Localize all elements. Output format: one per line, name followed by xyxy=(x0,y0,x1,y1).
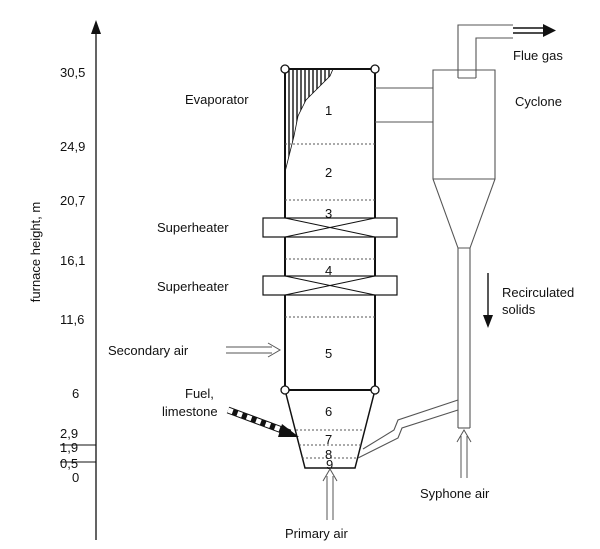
cyclone-assembly xyxy=(357,24,513,459)
corner-node xyxy=(370,385,380,395)
axis-arrow-icon xyxy=(91,20,101,34)
cyclone-label: Cyclone xyxy=(515,94,562,109)
zone-number: 4 xyxy=(325,263,332,278)
tick-label: 2,9 xyxy=(60,426,78,441)
fuel-label-line1: Fuel, xyxy=(185,386,214,401)
tick-label: 1,9 xyxy=(60,440,78,455)
tick-label: 6 xyxy=(72,386,79,401)
zone-number: 1 xyxy=(325,103,332,118)
tick-label: 0 xyxy=(72,470,79,485)
superheater-lower xyxy=(262,275,398,296)
tick-label: 11,6 xyxy=(60,312,84,327)
corner-node xyxy=(280,64,290,74)
height-axis: furnace height, m 30,5 24,9 20,7 16,1 11… xyxy=(28,20,101,540)
superheater-upper xyxy=(262,217,398,238)
tick-label: 24,9 xyxy=(60,139,85,154)
tick-label: 30,5 xyxy=(60,65,85,80)
zone-number: 2 xyxy=(325,165,332,180)
zone-number: 8 xyxy=(325,447,332,462)
secondary-air-arrow-icon xyxy=(226,342,281,358)
superheater-label-upper: Superheater xyxy=(157,220,229,235)
recirculation-arrow-icon xyxy=(483,273,493,328)
zone-dividers xyxy=(285,143,375,459)
syphone-air-arrow-icon xyxy=(456,429,472,478)
bottom-cone xyxy=(284,389,376,469)
flue-gas-label: Flue gas xyxy=(513,48,563,63)
zone-number: 5 xyxy=(325,346,332,361)
corner-node xyxy=(370,64,380,74)
flue-gas-arrow-icon xyxy=(513,24,556,37)
tick-label: 16,1 xyxy=(60,253,85,268)
corner-node xyxy=(280,385,290,395)
superheater-label-lower: Superheater xyxy=(157,279,229,294)
zone-number: 7 xyxy=(325,432,332,447)
zone-number: 6 xyxy=(325,404,332,419)
secondary-air-label: Secondary air xyxy=(108,343,189,358)
primary-air-arrow-icon xyxy=(322,468,338,520)
tick-label: 0,5 xyxy=(60,456,78,471)
fuel-label-line2: limestone xyxy=(162,404,218,419)
primary-air-label: Primary air xyxy=(285,526,349,541)
syphone-air-label: Syphone air xyxy=(420,486,490,501)
axis-title: furnace height, m xyxy=(28,202,43,302)
fuel-feed-arrow-icon xyxy=(226,406,299,437)
recirculated-label-line2: solids xyxy=(502,302,536,317)
furnace: 1 2 3 4 5 6 7 8 9 xyxy=(262,64,398,472)
zone-number: 3 xyxy=(325,206,332,221)
tick-label: 20,7 xyxy=(60,193,85,208)
evaporator-hatching xyxy=(284,68,334,173)
zone-number: 9 xyxy=(326,457,333,472)
recirculated-label-line1: Recirculated xyxy=(502,285,574,300)
evaporator-label: Evaporator xyxy=(185,92,249,107)
